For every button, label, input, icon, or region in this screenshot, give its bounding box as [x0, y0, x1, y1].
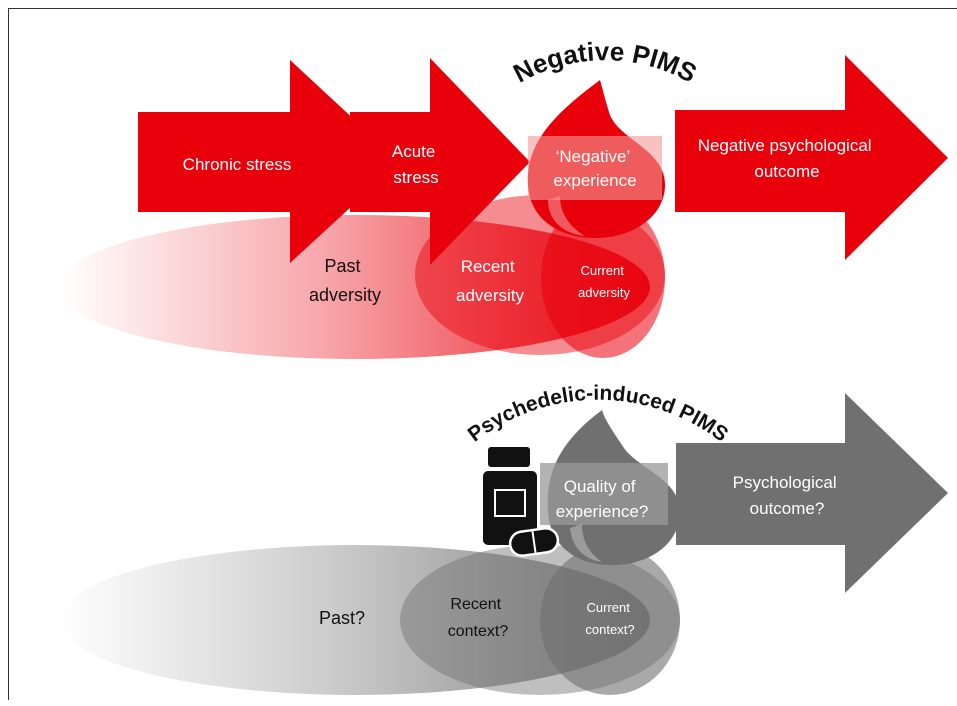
recent-adversity-label-line1: Recent	[461, 257, 515, 276]
past-adversity-ellipse	[60, 215, 650, 359]
svg-text:Current context?: Current context?	[585, 600, 634, 637]
chronic-stress-label: Chronic stress	[183, 155, 292, 174]
negative-experience-label-line2: experience	[553, 171, 636, 190]
acute-stress-arrow	[350, 58, 530, 265]
negative-outcome-arrow	[675, 55, 948, 260]
recent-adversity-label-line2: adversity	[456, 286, 525, 305]
psychological-outcome-label-line1: Psychological	[733, 473, 837, 492]
psychedelic-pims-section: Psychedelic-induced PIMS Quality of expe…	[60, 382, 948, 695]
negative-experience-box	[528, 136, 662, 200]
current-adversity-label-line2: adversity	[578, 285, 631, 300]
chronic-stress-arrow	[138, 60, 400, 263]
past-adversity-label-line2: adversity	[309, 285, 381, 305]
recent-context-label-line1: Recent	[450, 596, 501, 613]
past-adversity-label-line1: Past	[324, 256, 360, 276]
quality-experience-label-line1: Quality of	[564, 477, 636, 496]
psychological-outcome-arrow	[676, 393, 948, 593]
flame-inner-highlight	[548, 196, 585, 236]
svg-text:Current adversity: Current adversity	[578, 263, 631, 300]
svg-text:Negative PIMS: Negative PIMS	[508, 36, 701, 88]
svg-text:Quality of experience?: Quality of experience?	[556, 477, 649, 521]
negative-outcome-label-line2: outcome	[754, 162, 819, 181]
acute-stress-label-line1: Acute	[392, 142, 435, 161]
quality-experience-label-line2: experience?	[556, 502, 649, 521]
gray-flame-inner-highlight	[570, 524, 602, 562]
negative-pims-section: Negative PIMS Chronic stress Acute stres…	[60, 36, 948, 359]
psychological-outcome-label-line2: outcome?	[750, 499, 825, 518]
pill-bottle-icon	[483, 447, 560, 557]
current-adversity-ellipse	[541, 198, 665, 358]
svg-text:Past adversity: Past adversity	[309, 256, 381, 305]
current-adversity-label-line1: Current	[581, 263, 625, 278]
current-context-label-line2: context?	[585, 622, 634, 637]
negative-pims-title: Negative PIMS	[508, 36, 701, 88]
recent-context-label-line2: context?	[448, 623, 509, 640]
negative-experience-label-line1: ‘Negative’	[556, 147, 630, 166]
acute-stress-label-line2: stress	[393, 168, 438, 187]
past-context-ellipse	[60, 545, 650, 695]
quality-experience-box	[540, 463, 668, 525]
svg-text:Negative psychological o: Negative psychological outcome	[698, 136, 877, 181]
negative-outcome-label-line1: Negative psychological	[698, 136, 872, 155]
past-context-label: Past?	[319, 608, 365, 628]
svg-text:Recent context?: Recent context?	[448, 596, 509, 640]
svg-text:Recent adversity: Recent adversity	[456, 257, 525, 305]
svg-text:Acute stress: Acute stress	[392, 142, 440, 187]
current-context-label-line1: Current	[587, 600, 631, 615]
svg-text:Psychological outcome?: Psychological outcome?	[733, 473, 842, 518]
svg-text:‘Negative’ experience: ‘Negative’ experience	[553, 147, 636, 190]
current-context-ellipse	[540, 545, 680, 695]
